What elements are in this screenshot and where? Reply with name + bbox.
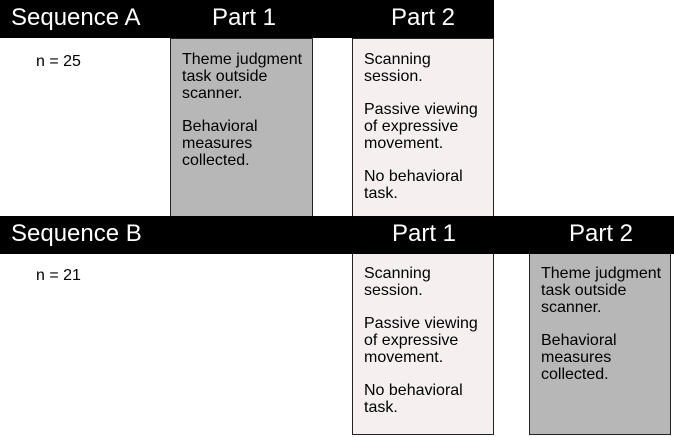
sequence-b-part1-line-1: Scanning session. bbox=[364, 265, 431, 299]
sequence-a-header-bar: Sequence A Part 1 Part 2 bbox=[0, 0, 494, 38]
sequence-a-part1-line-1: Theme judgment task outside scanner. bbox=[182, 51, 303, 102]
sequence-a-part2-line-3: No behavioral task. bbox=[364, 168, 463, 202]
sequence-a-part2-label: Part 2 bbox=[391, 4, 456, 31]
sequence-a-part2-line-2: Passive viewing of expressive movement. bbox=[364, 101, 478, 152]
sequence-b-part1-line-2: Passive viewing of expressive movement. bbox=[364, 315, 478, 366]
sequence-a-title: Sequence A bbox=[11, 4, 141, 31]
sequence-a-part1-label: Part 1 bbox=[212, 4, 277, 31]
sequence-b-part2-label: Part 2 bbox=[569, 220, 634, 247]
sequence-a-part1-line-2: Behavioral measures collected. bbox=[182, 118, 258, 169]
sequence-b-part2-line-1: Theme judgment task outside scanner. bbox=[541, 265, 662, 316]
sequence-b-part2-line-2: Behavioral measures collected. bbox=[541, 332, 617, 383]
sequence-b-title: Sequence B bbox=[11, 220, 142, 247]
sequence-b-part1-box: Scanning session. Passive viewing of exp… bbox=[352, 252, 494, 435]
sequence-b-part1-line-3: No behavioral task. bbox=[364, 382, 463, 416]
sequence-b-header-bar: Sequence B Part 1 Part 2 bbox=[0, 216, 674, 254]
sequence-b-part1-label: Part 1 bbox=[392, 220, 457, 247]
sequence-a-part2-box: Scanning session. Passive viewing of exp… bbox=[352, 38, 494, 217]
sequence-b-part2-box: Theme judgment task outside scanner. Beh… bbox=[529, 252, 671, 435]
sequence-a-part2-line-1: Scanning session. bbox=[364, 51, 431, 85]
sequence-a-part1-box: Theme judgment task outside scanner. Beh… bbox=[170, 38, 313, 217]
sequence-b-n-label: n = 21 bbox=[36, 267, 81, 284]
sequence-a-n-label: n = 25 bbox=[36, 53, 81, 70]
